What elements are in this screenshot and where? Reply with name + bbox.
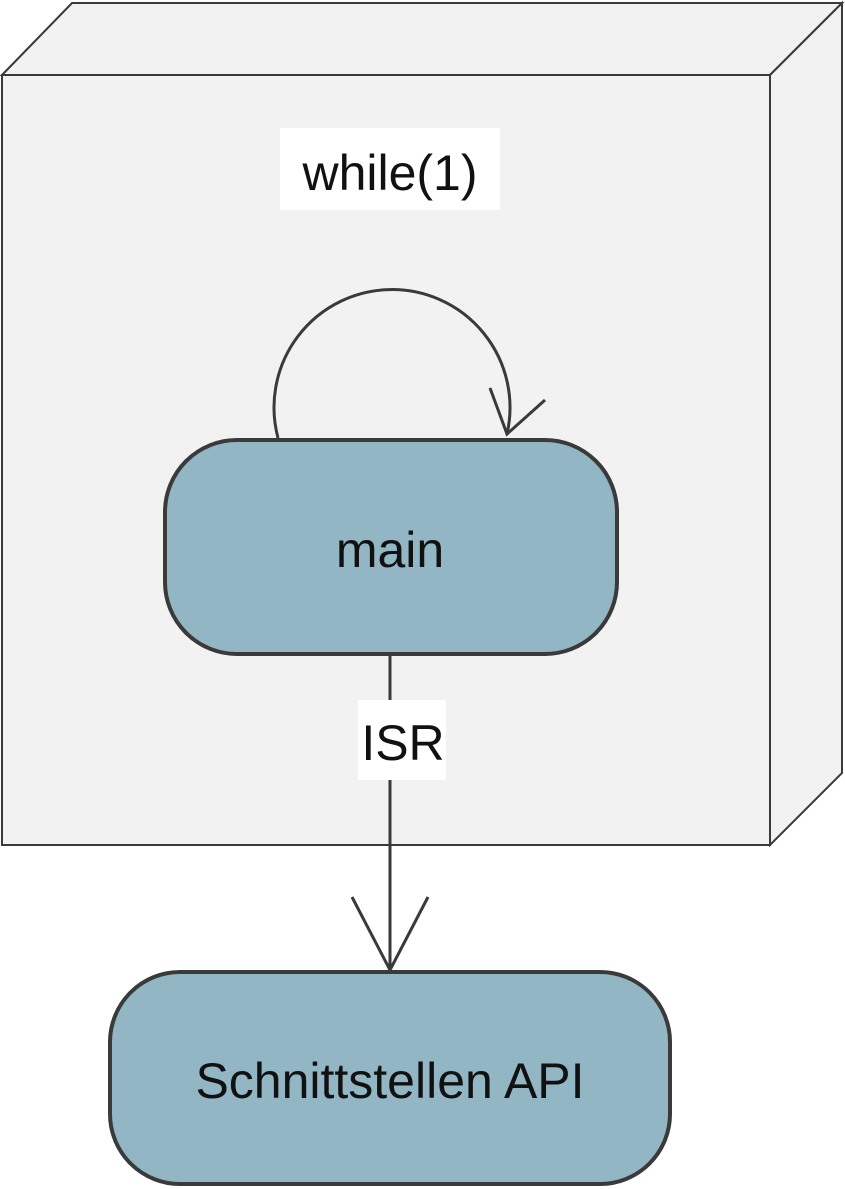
container-label-background — [280, 128, 500, 210]
container-top-face — [0, 2, 845, 76]
isr-label-background — [358, 700, 446, 780]
self-loop-arc — [272, 288, 512, 439]
api-node-shape[interactable] — [108, 970, 672, 1186]
api-node[interactable]: Schnittstellen API — [108, 970, 672, 1186]
isr-edge: ISR — [350, 654, 446, 974]
self-loop-edge — [272, 288, 547, 439]
self-loop-arrowhead — [488, 387, 547, 437]
main-node-label: main — [336, 522, 444, 578]
isr-edge-label: ISR — [361, 715, 444, 771]
container-side-face — [769, 0, 843, 848]
api-node-label: Schnittstellen API — [195, 1053, 584, 1109]
main-node[interactable]: main — [163, 438, 619, 656]
container-label-text: while(1) — [301, 145, 477, 201]
container-label: while(1) — [280, 128, 500, 210]
